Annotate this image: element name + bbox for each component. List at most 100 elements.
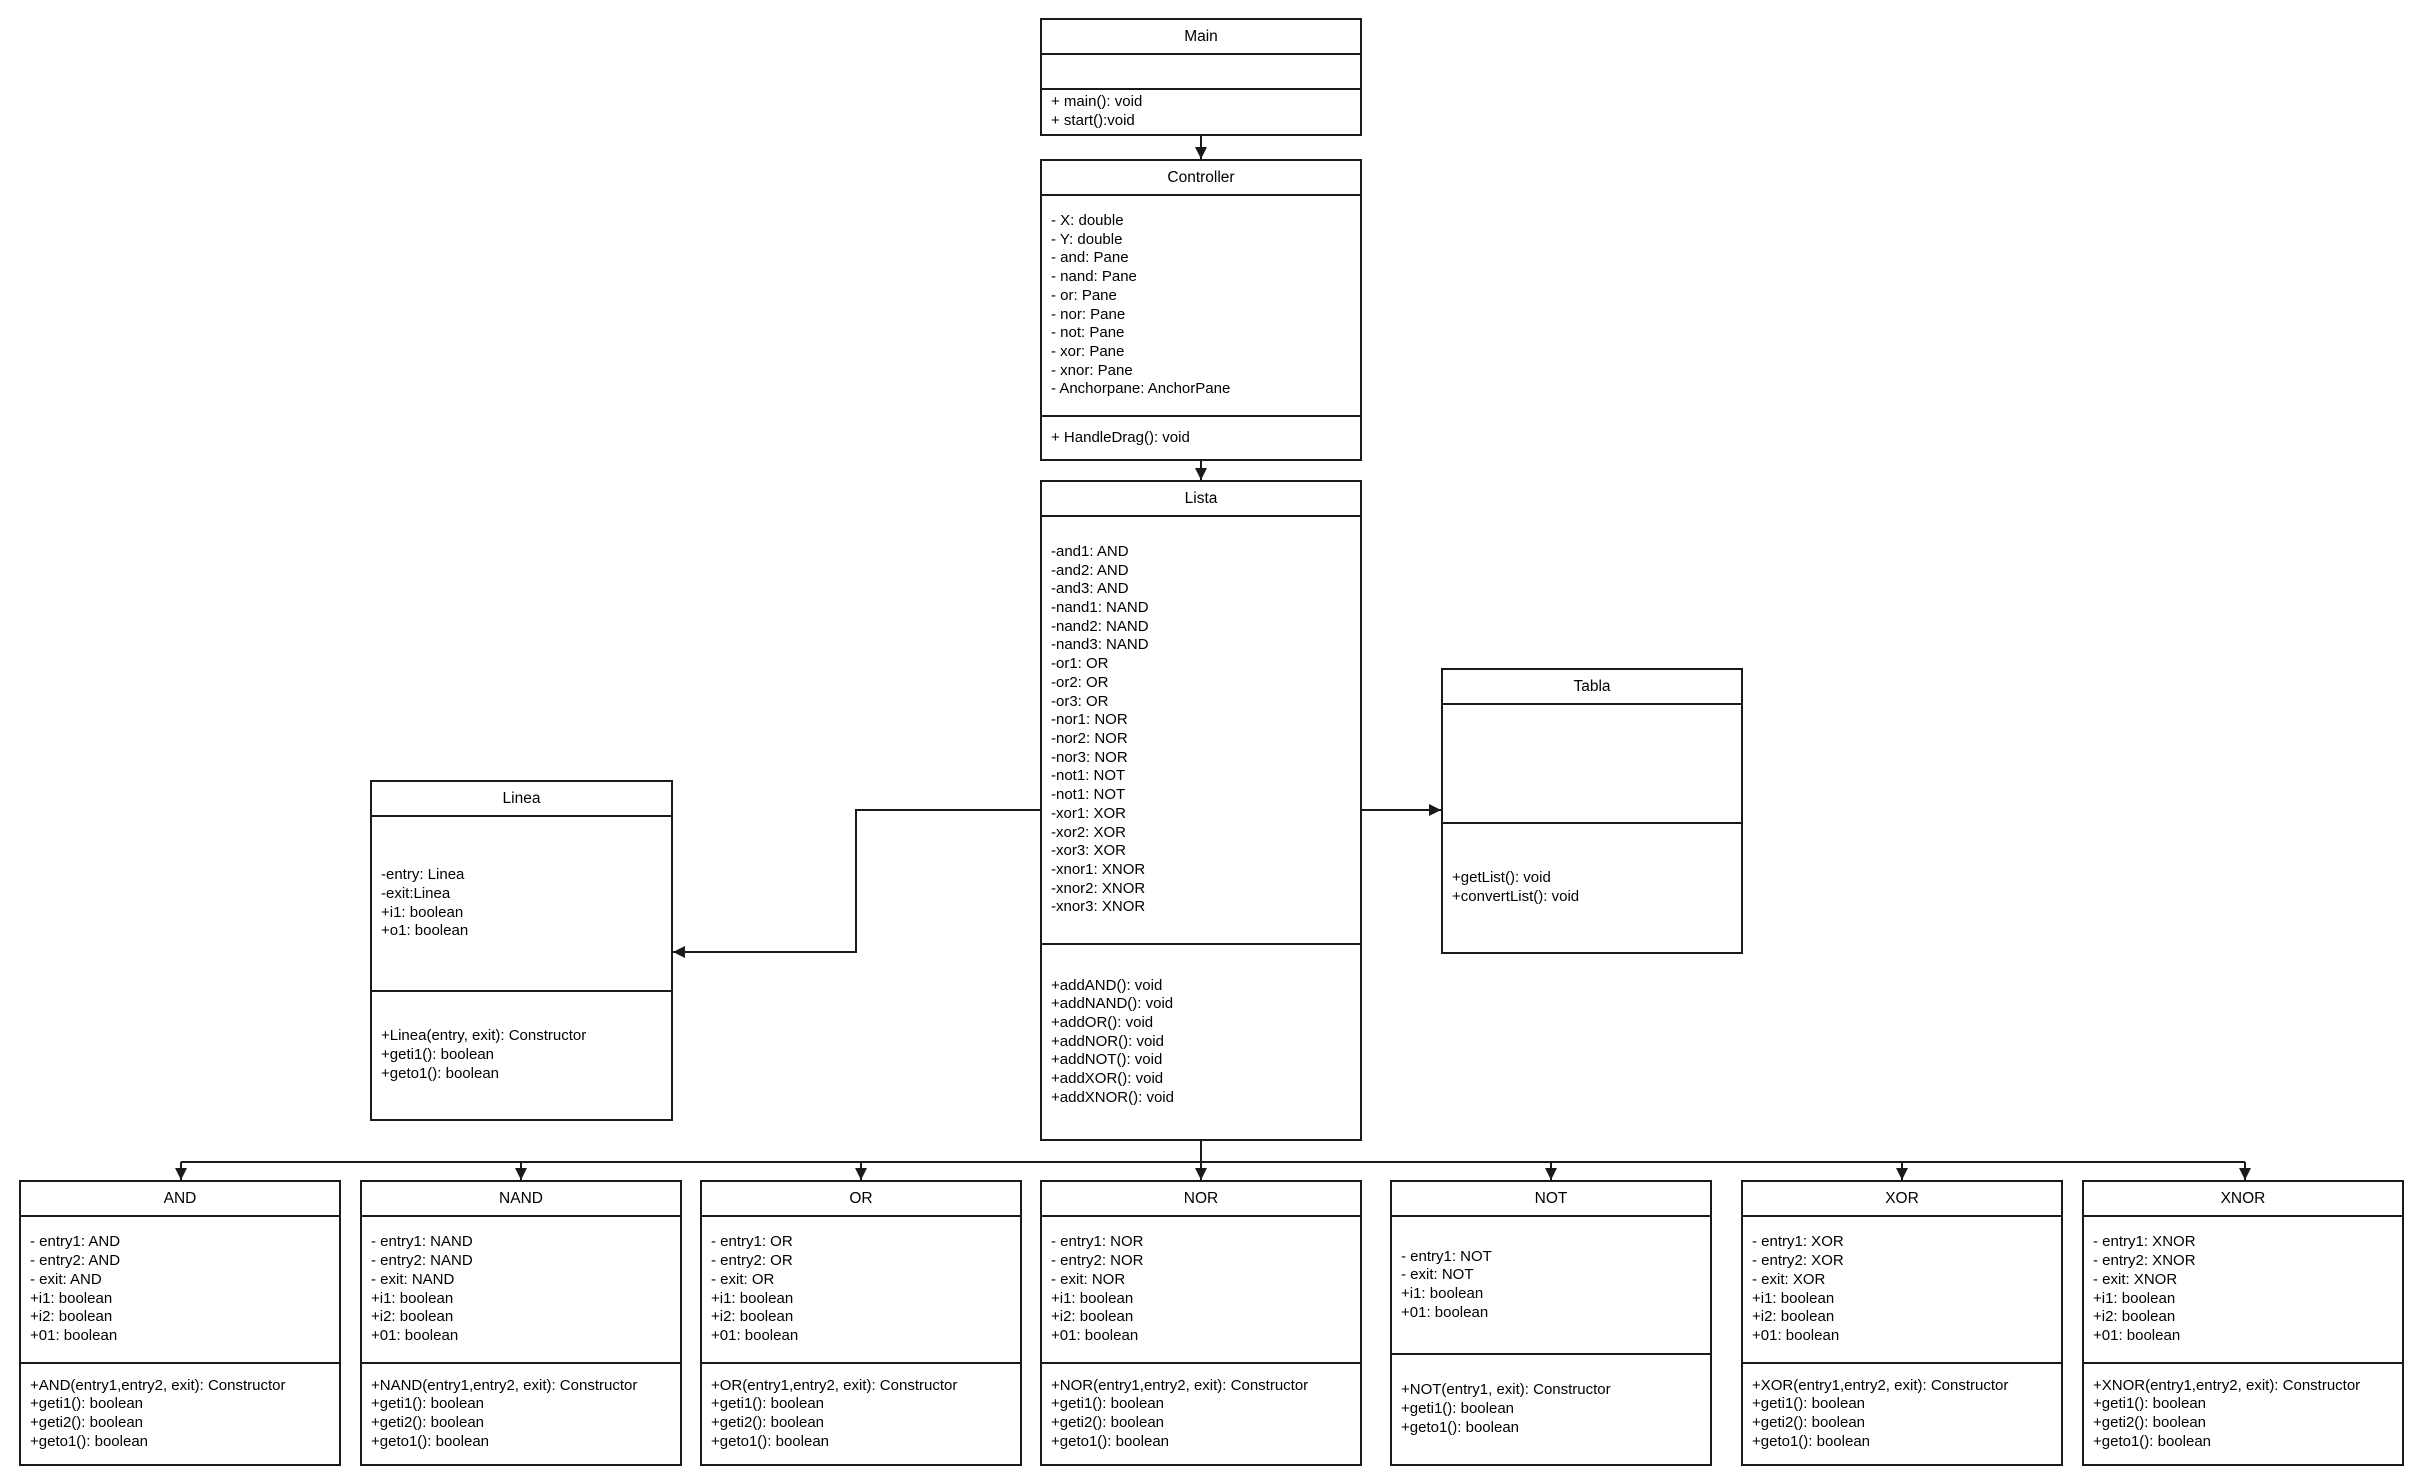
class-nor[interactable]: NOR - entry1: NOR- entry2: NOR- exit: NO… (1040, 1180, 1362, 1466)
attribute-line: +i1: boolean (711, 1289, 794, 1307)
attribute-line: +i1: boolean (2093, 1289, 2176, 1307)
attribute-line: - Y: double (1051, 230, 1123, 248)
attributes-section: - entry1: XNOR- entry2: XNOR- exit: XNOR… (2084, 1217, 2402, 1362)
method-line: +geto1(): boolean (1752, 1432, 1871, 1450)
attribute-line: - and: Pane (1051, 249, 1129, 267)
attribute-line: - Anchorpane: AnchorPane (1051, 380, 1231, 398)
attribute-line: +i1: boolean (1401, 1285, 1484, 1302)
attribute-line: -nor1: NOR (1051, 711, 1128, 729)
attributes-section: - entry1: OR- entry2: OR- exit: OR+i1: b… (702, 1217, 1020, 1362)
attribute-line: -or2: OR (1051, 673, 1109, 691)
class-xor[interactable]: XOR - entry1: XOR- entry2: XOR- exit: XO… (1741, 1180, 2063, 1466)
method-line: +NAND(entry1,entry2, exit): Constructor (371, 1376, 638, 1394)
attribute-line: -entry: Linea (381, 866, 465, 884)
attribute-line: - exit: NOT (1401, 1266, 1474, 1284)
attribute-line: - exit: OR (711, 1270, 775, 1288)
method-line: +geto1(): boolean (711, 1432, 830, 1450)
methods-section: +Linea(entry, exit): Constructor+geti1()… (372, 990, 671, 1119)
methods-section: +XNOR(entry1,entry2, exit): Constructor+… (2084, 1362, 2402, 1464)
class-and[interactable]: AND - entry1: AND- entry2: AND- exit: AN… (19, 1180, 341, 1466)
method-line: + HandleDrag(): void (1051, 428, 1190, 446)
attribute-line: - entry2: XOR (1752, 1252, 1844, 1270)
class-tabla[interactable]: Tabla +getList(): void+convertList(): vo… (1441, 668, 1743, 954)
method-line: +XOR(entry1,entry2, exit): Constructor (1752, 1376, 2009, 1394)
attributes-section: - entry1: XOR- entry2: XOR- exit: XOR+i1… (1743, 1217, 2061, 1362)
method-line: +geti2(): boolean (2093, 1414, 2206, 1431)
attribute-line: - not: Pane (1051, 324, 1125, 342)
class-not[interactable]: NOT - entry1: NOT- exit: NOT+i1: boolean… (1390, 1180, 1712, 1466)
method-line: +geto1(): boolean (1401, 1418, 1520, 1436)
attribute-line: +o1: boolean (381, 922, 469, 940)
attributes-section: - entry1: NAND- entry2: NAND- exit: NAND… (362, 1217, 680, 1362)
attributes-section (1042, 55, 1360, 88)
class-name: OR (702, 1182, 1020, 1217)
attributes-section: -and1: AND-and2: AND-and3: AND-nand1: NA… (1042, 517, 1360, 943)
attribute-line: -nand2: NAND (1051, 617, 1149, 635)
attribute-line: -or3: OR (1051, 692, 1109, 710)
attribute-line: - entry2: AND (30, 1252, 121, 1270)
class-controller[interactable]: Controller - X: double- Y: double- and: … (1040, 159, 1362, 461)
methods-section: +XOR(entry1,entry2, exit): Constructor+g… (1743, 1362, 2061, 1464)
class-name: NOR (1042, 1182, 1360, 1217)
attribute-line: +i1: boolean (30, 1289, 113, 1307)
method-line: +addXOR(): void (1051, 1070, 1164, 1088)
attribute-line: -xor3: XOR (1051, 842, 1127, 860)
method-line: +geti1(): boolean (2093, 1395, 2206, 1413)
method-line: +geti1(): boolean (1051, 1395, 1164, 1413)
attribute-line: +01: boolean (711, 1326, 799, 1344)
class-name: Controller (1042, 161, 1360, 196)
attributes-section: -entry: Linea-exit:Linea+i1: boolean+o1:… (372, 817, 671, 990)
attribute-line: - exit: NAND (371, 1270, 455, 1288)
method-line: +geti1(): boolean (30, 1395, 143, 1413)
class-or[interactable]: OR - entry1: OR- entry2: OR- exit: OR+i1… (700, 1180, 1022, 1466)
attribute-line: - entry2: NAND (371, 1252, 473, 1270)
attribute-line: +i2: boolean (711, 1308, 794, 1326)
class-name: Tabla (1443, 670, 1741, 705)
attribute-line: -nor3: NOR (1051, 748, 1128, 766)
attribute-line: - exit: XNOR (2093, 1270, 2178, 1288)
method-line: +geti2(): boolean (30, 1414, 143, 1431)
class-nand[interactable]: NAND - entry1: NAND- entry2: NAND- exit:… (360, 1180, 682, 1466)
method-line: +geti2(): boolean (371, 1414, 484, 1431)
methods-section: +NAND(entry1,entry2, exit): Constructor +… (362, 1362, 680, 1464)
attribute-line: +i1: boolean (381, 903, 464, 921)
attributes-section: - entry1: NOR- entry2: NOR- exit: NOR+i1… (1042, 1217, 1360, 1362)
attribute-line: -xnor1: XNOR (1051, 860, 1146, 878)
attribute-line: +01: boolean (2093, 1326, 2181, 1344)
attribute-line: - nor: Pane (1051, 305, 1126, 323)
attribute-line: +i2: boolean (2093, 1308, 2176, 1326)
method-line: +addXNOR(): void (1051, 1088, 1174, 1106)
attribute-line: +i1: boolean (1752, 1289, 1835, 1307)
class-name: Linea (372, 782, 671, 817)
class-xnor[interactable]: XNOR - entry1: XNOR- entry2: XNOR- exit:… (2082, 1180, 2404, 1466)
method-line: +AND(entry1,entry2, exit): Constructor (30, 1376, 286, 1394)
method-line: +convertList(): void (1452, 888, 1580, 905)
class-main[interactable]: Main + main(): void+ start():void (1040, 18, 1362, 136)
class-name: XOR (1743, 1182, 2061, 1217)
method-line: +Linea(entry, exit): Constructor (381, 1027, 587, 1045)
method-line: +NOR(entry1,entry2, exit): Constructor (1051, 1376, 1309, 1394)
class-lista[interactable]: Lista -and1: AND-and2: AND-and3: AND-nan… (1040, 480, 1362, 1141)
attribute-line: +i2: boolean (1051, 1308, 1134, 1326)
attribute-line: - X: double (1051, 211, 1124, 229)
attributes-section: - X: double- Y: double- and: Pane- nand:… (1042, 196, 1360, 415)
attribute-line: - xor: Pane (1051, 342, 1125, 360)
method-line: +addOR(): void (1051, 1013, 1154, 1031)
attribute-line: - exit: XOR (1752, 1270, 1826, 1288)
method-line: +geti1(): boolean (1752, 1395, 1865, 1413)
attribute-line: -nand3: NAND (1051, 636, 1149, 654)
methods-section: + main(): void+ start():void (1042, 88, 1360, 134)
method-line: +geti1(): boolean (381, 1046, 494, 1064)
attribute-line: -xnor2: XNOR (1051, 879, 1146, 897)
method-line: +geti2(): boolean (1752, 1414, 1865, 1431)
method-line: +XNOR(entry1,entry2, exit): Constructor (2093, 1376, 2361, 1394)
attribute-line: +01: boolean (371, 1326, 459, 1344)
attribute-line: - nand: Pane (1051, 268, 1137, 286)
attribute-line: -and3: AND (1051, 580, 1129, 598)
class-linea[interactable]: Linea -entry: Linea-exit:Linea+i1: boole… (370, 780, 673, 1121)
methods-section: +AND(entry1,entry2, exit): Constructor+g… (21, 1362, 339, 1464)
methods-section: +NOT(entry1, exit): Constructor+geti1():… (1392, 1353, 1710, 1464)
methods-section: +addAND(): void+addNAND(): void+addOR():… (1042, 943, 1360, 1139)
methods-section: +OR(entry1,entry2, exit): Constructor+ge… (702, 1362, 1020, 1464)
attribute-line: - entry1: XOR (1752, 1233, 1844, 1251)
